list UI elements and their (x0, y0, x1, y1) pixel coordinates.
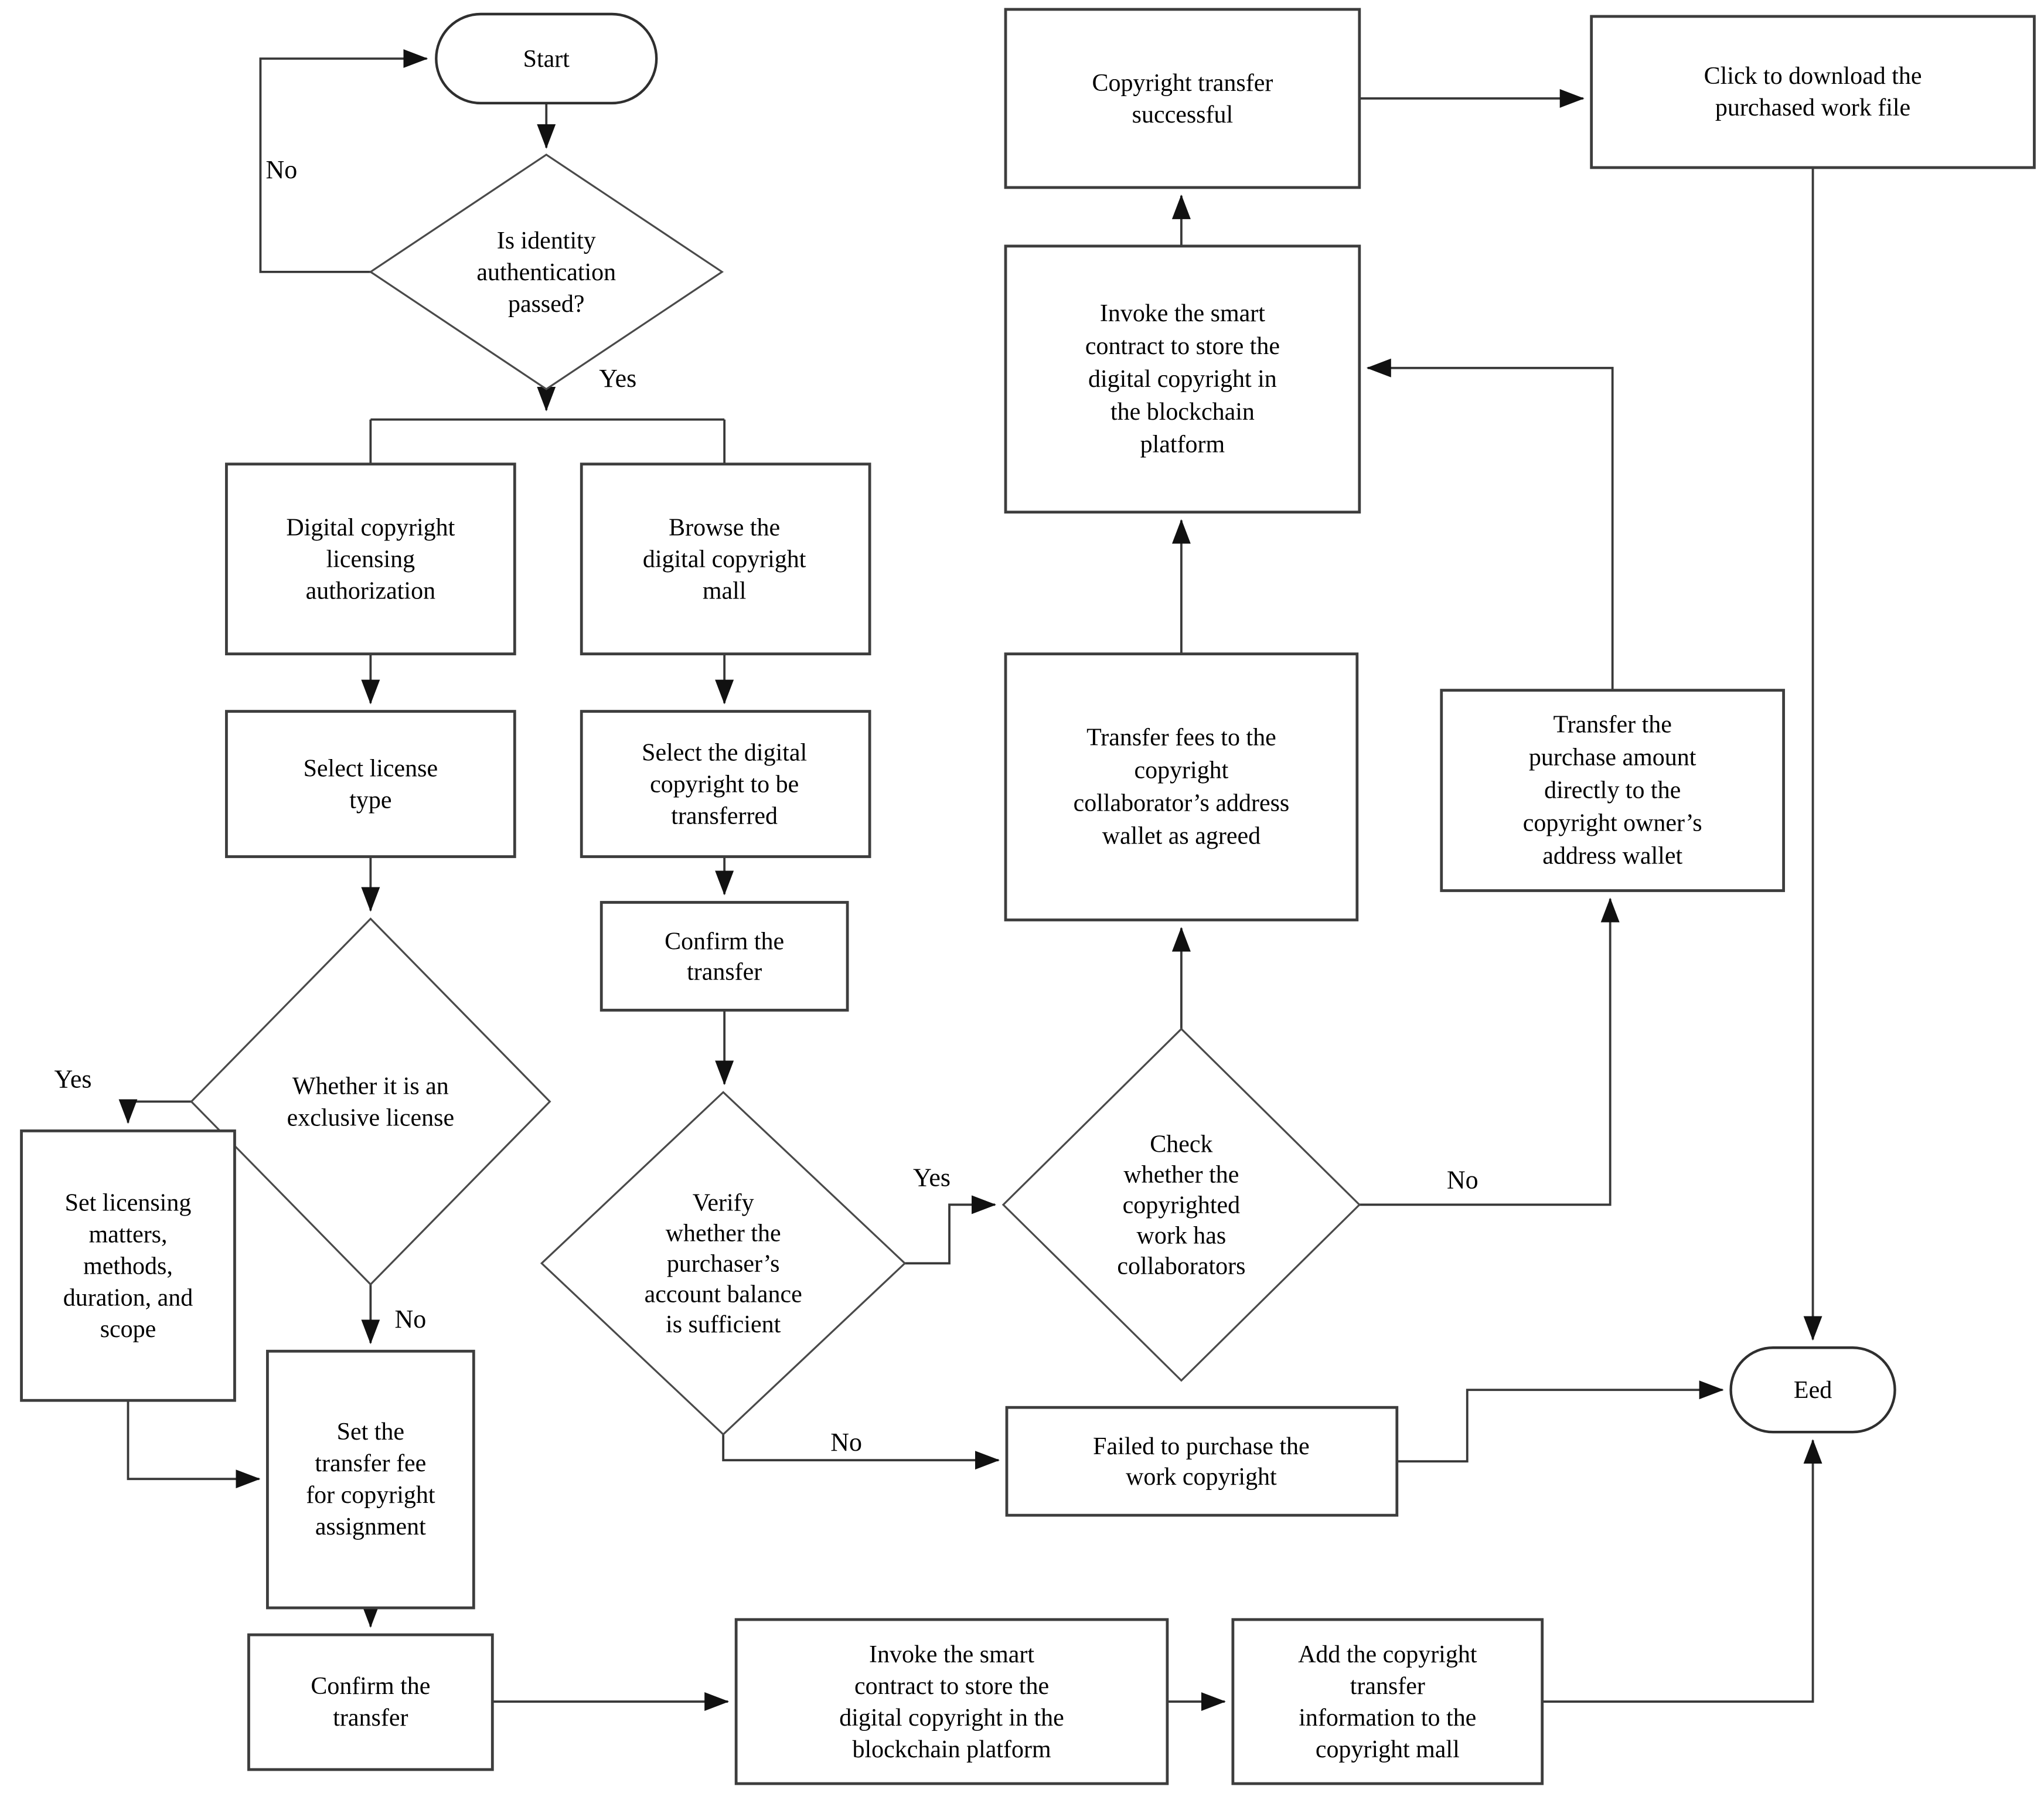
edge-failed-to-end (1396, 1380, 1724, 1463)
start-label: Start (523, 46, 570, 73)
label-identity-no: No (266, 155, 298, 184)
edge-collaborators-no (1359, 897, 1620, 1206)
label-balance-no: No (830, 1428, 862, 1457)
label-collaborators-no: No (1447, 1165, 1479, 1194)
edge-add-info-to-end (1542, 1439, 1822, 1703)
label-identity-yes: Yes (599, 364, 636, 393)
edge-owner-to-invoke-top (1366, 358, 1614, 690)
end-node: Eed (1729, 1346, 1896, 1434)
end-label: Eed (1794, 1377, 1832, 1404)
edge-identity-no-loop (259, 49, 428, 273)
edge-verify-no (722, 1434, 1000, 1470)
edge-exclusive-yes (118, 1099, 192, 1124)
label-exclusive-yes: Yes (54, 1064, 92, 1093)
label-balance-yes: Yes (913, 1163, 951, 1192)
start-node: Start (435, 12, 658, 105)
edge-verify-yes (905, 1195, 997, 1265)
edge-matters-to-fee (127, 1400, 261, 1489)
label-exclusive-no: No (394, 1305, 426, 1333)
